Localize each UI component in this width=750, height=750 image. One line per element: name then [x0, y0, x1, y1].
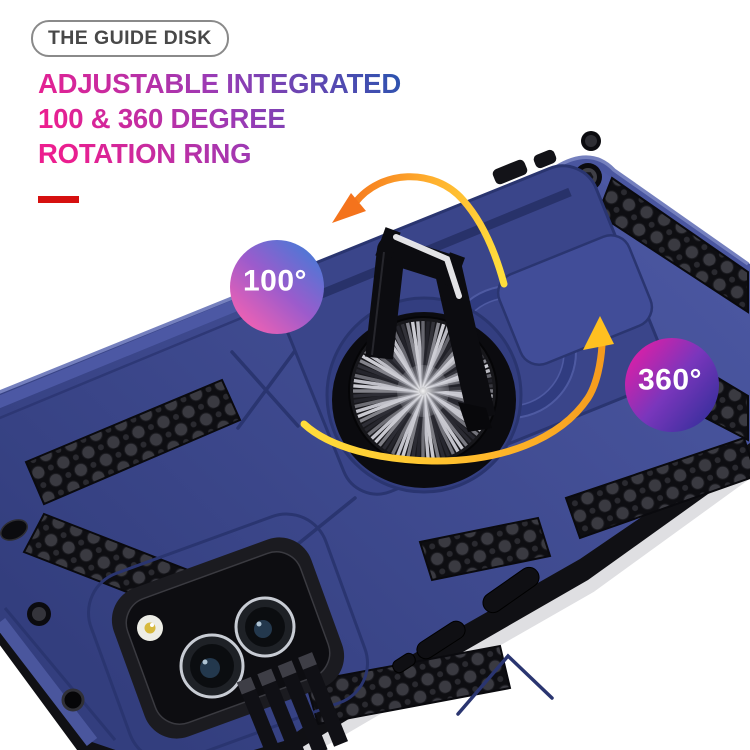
side-buttons: [392, 566, 540, 674]
orbit-arrow-icon: [300, 316, 614, 465]
side-bolt-icon: [0, 519, 28, 541]
rotation-arrow-icon: [332, 173, 508, 288]
headline-line: ADJUSTABLE INTEGRATED: [38, 68, 401, 99]
tagline-pill: THE GUIDE DISK: [31, 20, 229, 57]
side-button: [392, 652, 416, 674]
speaker-ribs: [236, 652, 348, 750]
ring-reflection: [393, 234, 462, 299]
camera-lens-icon: [179, 633, 245, 699]
side-button: [482, 566, 540, 614]
top-edge-buttons: [492, 131, 601, 185]
ring-kickstand: [365, 227, 496, 432]
camera-module: [87, 512, 369, 750]
honeycomb-panel: [418, 516, 552, 582]
headline-underline: [38, 196, 79, 203]
jack-port-icon: [61, 688, 85, 712]
honeycomb-panel: [304, 644, 512, 726]
headline-line: 100 & 360 DEGREE: [38, 103, 286, 134]
flash-icon: [137, 615, 163, 641]
headline-line: ROTATION RING: [38, 138, 252, 169]
headline: ADJUSTABLE INTEGRATED 100 & 360 DEGREE R…: [38, 66, 458, 171]
callout-100: 100°: [230, 240, 324, 334]
callout-100-label: 100°: [243, 265, 307, 298]
honeycomb-panel: [24, 378, 242, 506]
camera-lens-icon: [234, 596, 296, 658]
honeycomb-panel: [564, 436, 750, 540]
side-button: [416, 620, 466, 660]
callout-360: 360°: [625, 338, 719, 432]
callout-360-label: 360°: [638, 364, 702, 397]
ring-hinge: [458, 402, 492, 432]
